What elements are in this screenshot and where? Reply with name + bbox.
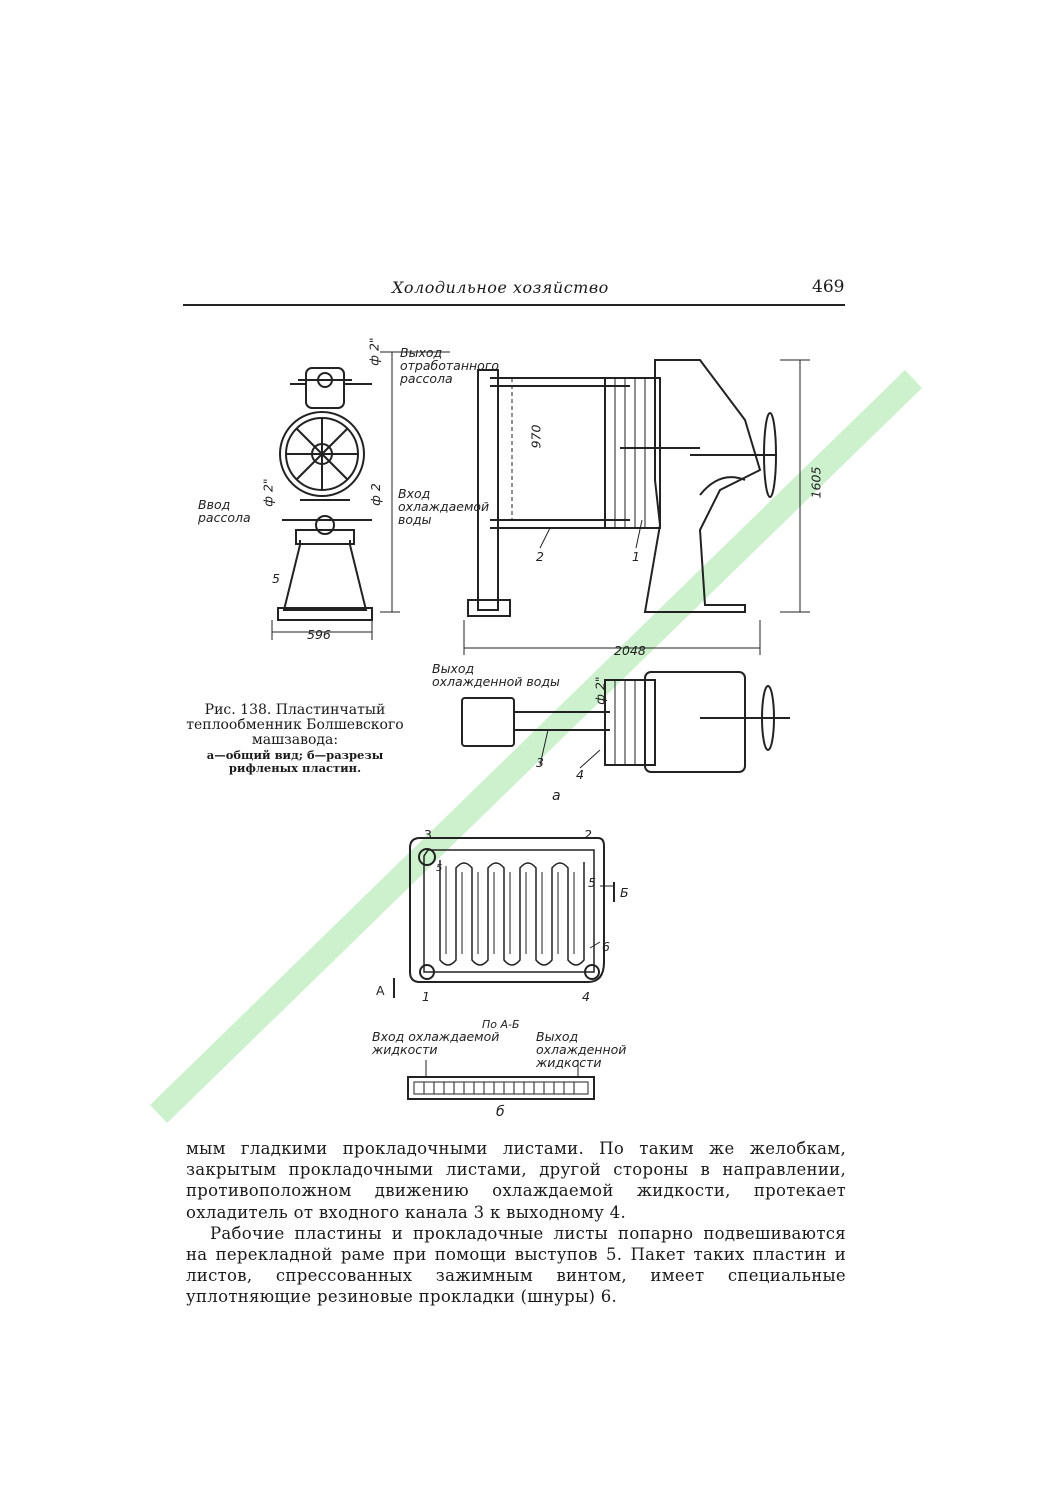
- plate-pos-1: 1: [422, 989, 430, 1004]
- sub-label-a: а: [552, 788, 561, 804]
- paragraph-1: мым гладкими прокладочными листами. По т…: [186, 1139, 846, 1222]
- plate-pos-3: 3: [424, 827, 432, 842]
- side-view: [463, 359, 810, 655]
- pos-5-side-plate: 5: [436, 863, 443, 874]
- caption-sub: а—общий вид; б—разрезы рифленых пластин.: [206, 748, 384, 775]
- body-text: мым гладкими прокладочными листами. По т…: [186, 1138, 846, 1308]
- dia-label-3: ф 2: [367, 483, 383, 506]
- dim-2048: 2048: [614, 643, 646, 658]
- label-inlet-cooled-water: Вход охлаждаемой воды: [398, 486, 490, 527]
- caption-main: Рис. 138. Пластинчатый теплообменник Бол…: [186, 702, 404, 748]
- dim-1605: 1605: [808, 466, 824, 499]
- dia-label-4: ф 2": [592, 676, 608, 705]
- dim-596: 596: [307, 627, 331, 642]
- paragraph-2: Рабочие пластины и прокладочные листы по…: [186, 1223, 846, 1307]
- dim-970: 970: [528, 424, 544, 449]
- header-rule: [183, 304, 845, 306]
- pos-4-top: 4: [576, 767, 584, 782]
- front-view: [271, 351, 450, 640]
- label-section-ab: По А-Б: [482, 1018, 520, 1031]
- plate-pos-5: 5: [588, 875, 596, 890]
- pos-3-top: 3: [536, 755, 544, 770]
- label-inlet-brine: Ввод рассола: [198, 497, 251, 525]
- plate-pos-2: 2: [584, 827, 592, 842]
- page-number: 469: [812, 277, 845, 297]
- running-header: Холодильное хозяйство: [392, 278, 609, 297]
- plate-pos-6: 6: [602, 939, 610, 954]
- top-view: [461, 671, 790, 773]
- label-outlet-cooled-liquid: Выход охлажденной жидкости: [536, 1029, 627, 1070]
- dia-label-1: ф 2": [366, 337, 382, 366]
- figure-caption: Рис. 138. Пластинчатый теплообменник Бол…: [186, 703, 404, 775]
- plate-pos-4: 4: [582, 989, 590, 1004]
- dia-label-2: ф 2": [260, 478, 276, 507]
- cut-mark-a: А: [376, 983, 385, 998]
- pos-1-side: 1: [632, 549, 640, 564]
- watermark: [150, 370, 922, 1123]
- label-inlet-cooled-liquid: Вход охлаждаемой жидкости: [372, 1029, 500, 1057]
- label-outlet-cooled-water: Выход охлажденной воды: [432, 661, 560, 689]
- pos-5-front: 5: [272, 571, 280, 586]
- label-outlet-spent-brine: Выход отработанного рассола: [400, 345, 500, 386]
- plate-drawing: [393, 837, 615, 998]
- section-strip: [407, 1060, 595, 1100]
- pos-2-side: 2: [536, 549, 544, 564]
- cut-mark-b: Б: [620, 885, 629, 900]
- sub-label-b: б: [496, 1104, 505, 1120]
